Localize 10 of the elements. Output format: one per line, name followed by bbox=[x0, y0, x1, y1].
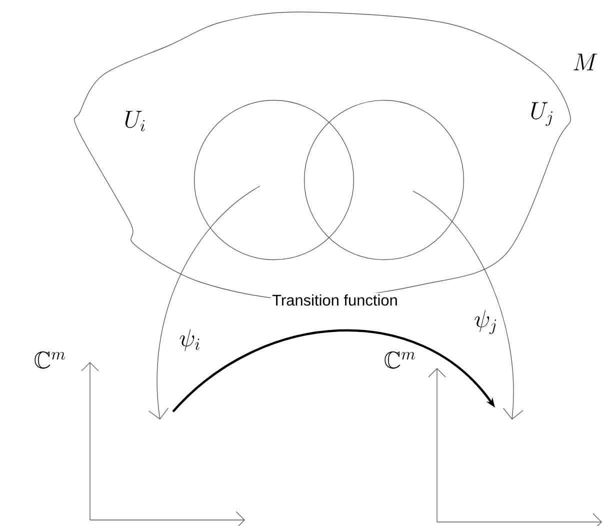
edge-label: $\psi_j$ bbox=[474, 310, 496, 334]
space-label: $\mathbb{C}^m$ bbox=[34, 351, 66, 369]
arrow bbox=[148, 186, 260, 420]
chart-label: $U_i$ bbox=[125, 110, 145, 132]
arrow bbox=[412, 190, 524, 420]
chart-label: $U_j$ bbox=[531, 102, 552, 126]
space-label: $\mathbb{C}^m$ bbox=[384, 351, 416, 369]
manifold-label: $M$ bbox=[574, 54, 598, 70]
edge-label: $\psi_i$ bbox=[180, 329, 200, 352]
edge-label: Transition function bbox=[270, 292, 400, 308]
